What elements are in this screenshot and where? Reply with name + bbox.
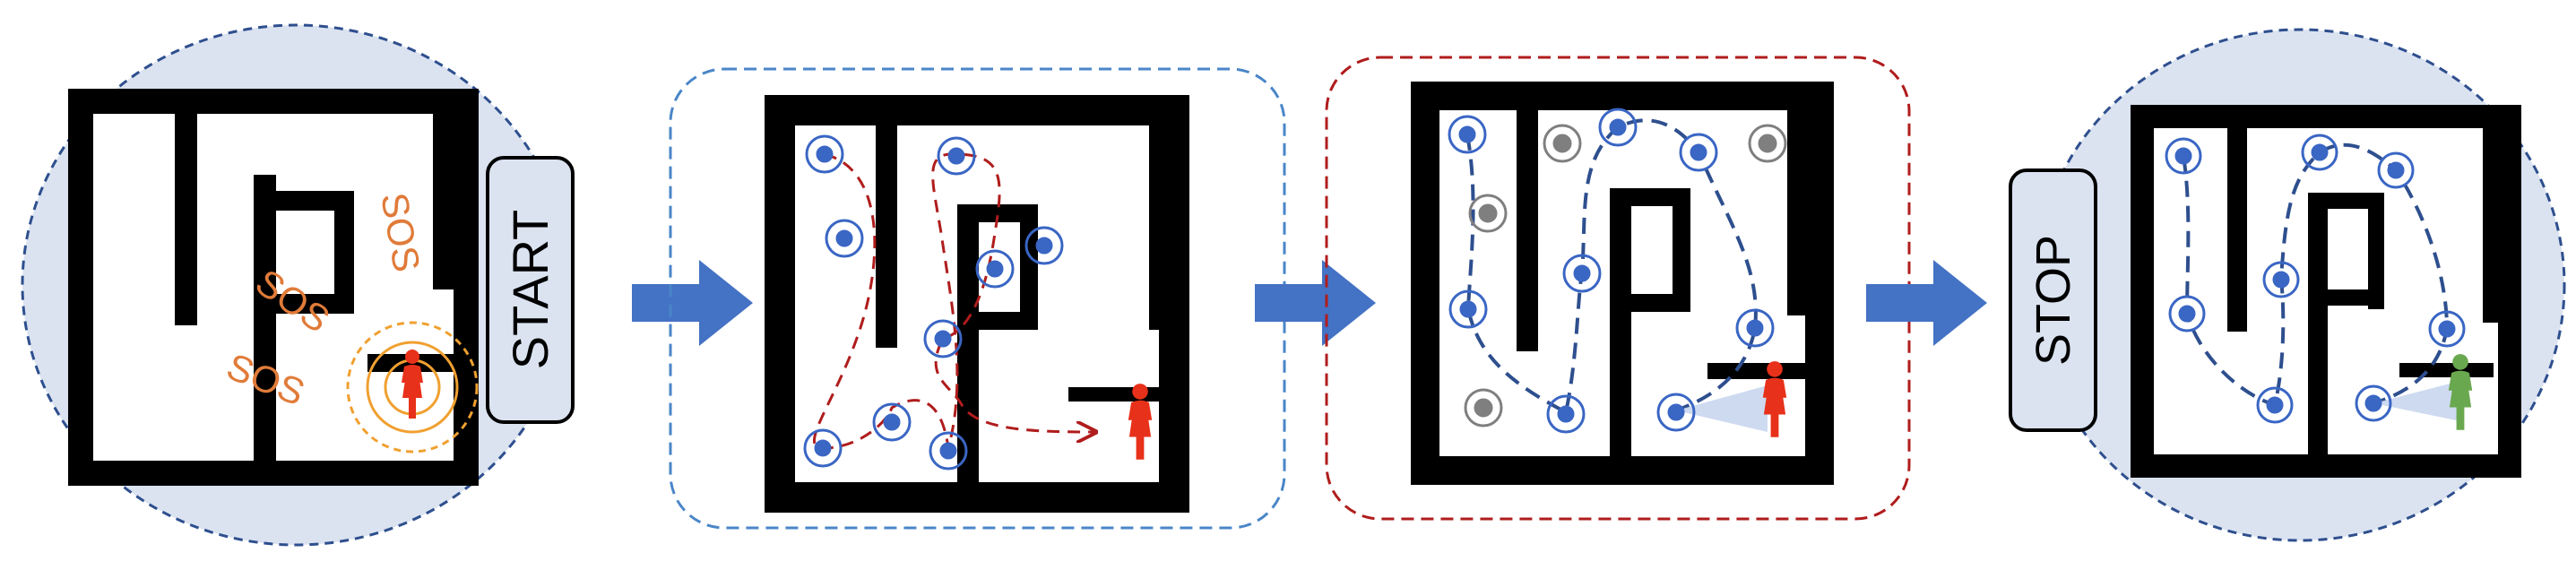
- panel-detection: [1325, 56, 1911, 521]
- right-arrow-icon: [1255, 260, 1376, 346]
- search-path: [1465, 118, 1758, 415]
- start-label: START: [502, 210, 558, 369]
- panel-final: STOP: [2009, 28, 2566, 542]
- panel-initial-alert: SOS SOS SOS START: [21, 23, 575, 547]
- exploration-path: [812, 152, 1094, 450]
- panel-exploration: [669, 67, 1286, 530]
- inactive-drones: [1464, 124, 1787, 428]
- right-arrow-icon: [1866, 260, 1987, 346]
- stop-label: STOP: [2027, 235, 2080, 366]
- drone-swarm-3: [1448, 108, 1775, 434]
- drone-swarm-2: [803, 134, 1064, 471]
- camera-cone: [2373, 381, 2460, 421]
- drone-swarm-4: [2165, 134, 2466, 424]
- stop-button[interactable]: STOP: [2009, 168, 2097, 432]
- camera-cone: [1676, 385, 1768, 432]
- start-button[interactable]: START: [486, 156, 575, 424]
- maze-3: [1411, 82, 1834, 485]
- right-arrow-icon: [632, 260, 753, 346]
